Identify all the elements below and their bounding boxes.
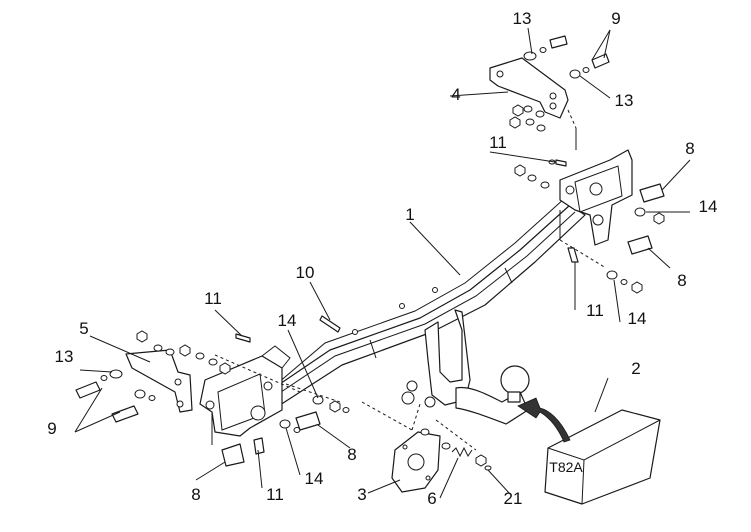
fasteners-upper (509, 35, 610, 189)
callout-14-right-bottom: 14 (628, 309, 647, 328)
callout-4: 4 (451, 85, 460, 104)
callout-2: 2 (631, 359, 640, 378)
callout-1: 1 (405, 205, 414, 224)
leader-lines (74, 27, 691, 499)
callout-14-center: 14 (278, 311, 297, 330)
callout-3: 3 (357, 485, 366, 504)
box-label-t82a: T82A (549, 459, 583, 475)
callout-21: 21 (504, 489, 523, 508)
callout-14-right-top: 14 (699, 197, 718, 216)
callout-13-left: 13 (55, 347, 74, 366)
callout-11-bottom: 11 (266, 485, 284, 504)
wiring-kit-box: T82A (544, 409, 661, 505)
socket-plate-assembly (361, 401, 492, 493)
crossbar-beam (267, 197, 586, 406)
callout-5: 5 (79, 319, 88, 338)
fasteners-lower (221, 395, 350, 467)
guide-lines (211, 210, 607, 445)
fasteners-right (567, 183, 665, 294)
tow-ball-neck (401, 309, 530, 425)
callout-9-left: 9 (47, 419, 56, 438)
callout-8-right-top: 8 (685, 139, 694, 158)
callout-11-right-bottom: 11 (586, 301, 604, 320)
callout-6: 6 (427, 489, 436, 508)
callout-9-top: 9 (611, 9, 620, 28)
callout-13-top: 13 (513, 9, 532, 28)
callout-10: 10 (296, 263, 315, 282)
callout-8-right-bottom: 8 (677, 271, 686, 290)
callout-11-right-top: 11 (489, 133, 507, 152)
callout-14-bottom: 14 (305, 469, 324, 488)
callout-11-left-top: 11 (204, 289, 222, 308)
callout-8-center: 8 (347, 445, 356, 464)
callout-13-right: 13 (615, 91, 634, 110)
callout-8-left: 8 (191, 485, 200, 504)
left-side-bracket (199, 345, 291, 437)
fasteners-left (75, 315, 341, 423)
callout-labels: 1 2 3 4 5 6 8 8 8 8 9 9 10 11 11 11 11 1… (47, 9, 717, 508)
right-side-bracket (559, 149, 633, 246)
upper-bracket-part-4 (489, 57, 577, 150)
pointer-arrow (517, 397, 571, 443)
